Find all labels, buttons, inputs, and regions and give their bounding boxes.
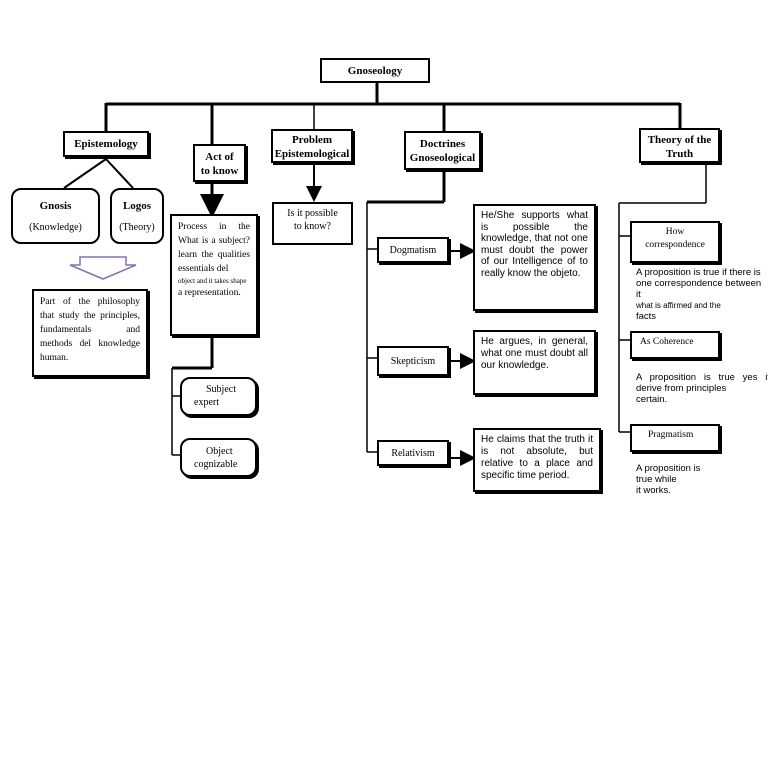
truth-correspondence: How correspondence xyxy=(630,221,720,263)
object-cognizable-node: Object cognizable xyxy=(180,438,257,477)
relativism-description: He claims that the truth it is not absol… xyxy=(473,428,601,492)
root-label: Gnoseology xyxy=(347,64,403,77)
coherence-description: A proposition is true yes if derive from… xyxy=(636,372,768,405)
doctrine-skepticism: Skepticism xyxy=(377,346,449,376)
epistemology-definition: Part of the philosophy that study the pr… xyxy=(32,289,148,377)
gnosis-sub: (Knowledge) xyxy=(29,221,82,233)
epistemology-node: Epistemology xyxy=(63,131,149,157)
logos-sub: (Theory) xyxy=(119,221,155,233)
root-node: Gnoseology xyxy=(320,58,430,83)
doctrine-dogmatism: Dogmatism xyxy=(377,237,449,263)
dogmatism-description: He/She supports what is possible the kno… xyxy=(473,204,596,311)
act-label-line1: Act of xyxy=(205,151,234,163)
problem-question: Is it possible to know? xyxy=(272,202,353,245)
subject-expert-node: Subject expert xyxy=(180,377,257,416)
act-label-line2: to know xyxy=(200,165,239,177)
skepticism-description: He argues, in general, what one must dou… xyxy=(473,330,596,395)
epistemology-label: Epistemology xyxy=(74,138,138,150)
hollow-down-arrow-icon xyxy=(69,256,137,280)
correspondence-description: A proposition is true if there is one co… xyxy=(636,267,762,322)
gnosis-label: Gnosis xyxy=(39,199,72,212)
logos-node: Logos (Theory) xyxy=(110,188,164,244)
truth-pragmatism: Pragmatism xyxy=(630,424,720,452)
gnosis-node: Gnosis (Knowledge) xyxy=(11,188,100,244)
logos-label: Logos xyxy=(122,199,152,212)
act-of-know-node: Act of to know xyxy=(193,144,246,182)
doctrines-node: Doctrines Gnoseological xyxy=(404,131,481,170)
act-description: Process in the What is a subject? learn … xyxy=(170,214,258,336)
pragmatism-description: A proposition is true while it works. xyxy=(636,463,701,496)
truth-node: Theory of the Truth xyxy=(639,128,720,163)
truth-coherence: As Coherence xyxy=(630,331,720,359)
problem-node: Problem Epistemological xyxy=(271,129,353,163)
doctrine-relativism: Relativism xyxy=(377,440,449,466)
